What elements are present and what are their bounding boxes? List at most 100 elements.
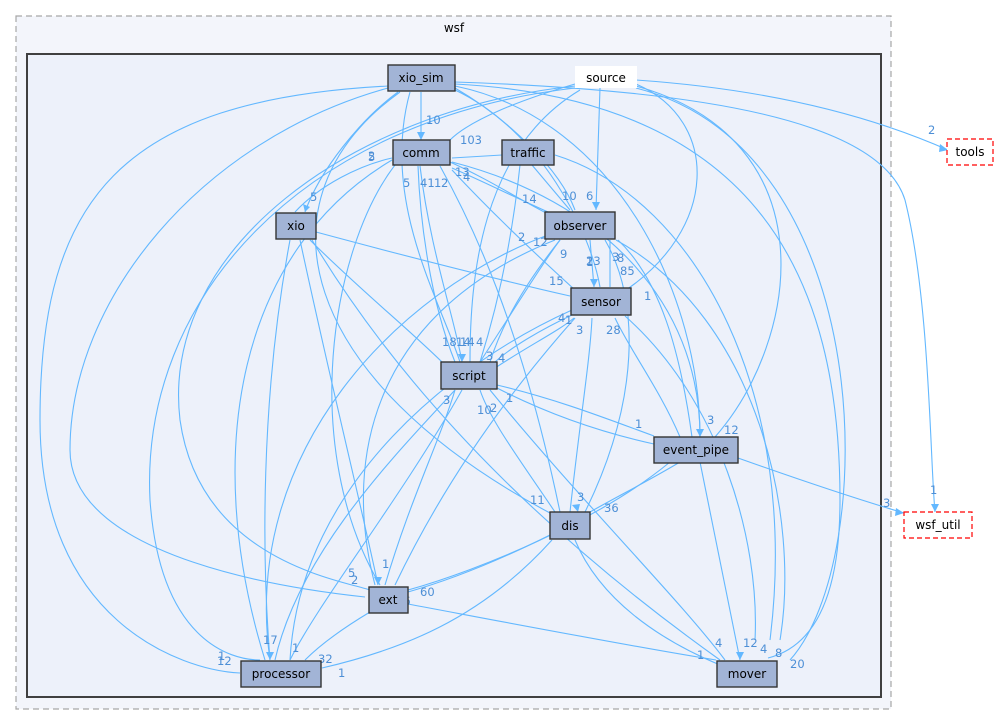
edge-label: 4 [476, 335, 483, 349]
node-xio_sim-label: xio_sim [398, 71, 443, 85]
node-ext-label: ext [379, 593, 398, 607]
node-mover[interactable]: mover [716, 660, 778, 688]
node-processor[interactable]: processor [240, 660, 322, 688]
edge-sensor-script [494, 313, 575, 363]
edge-label: 1 [218, 649, 225, 663]
edge-label: 85 [620, 264, 635, 278]
edge-observer-script [489, 239, 561, 363]
edge-ext-sensor [394, 317, 576, 586]
edge-xio_sim-processor [39, 85, 389, 674]
node-xio_sim[interactable]: xio_sim [387, 64, 456, 92]
edge-label: 1 [565, 313, 572, 327]
edge-label: 3 [577, 490, 584, 504]
edge-event_pipe-sensor [614, 317, 681, 438]
edge-label: 10 [477, 403, 492, 417]
node-wsf_util[interactable]: wsf_util [903, 511, 973, 539]
edge-label: 4 [760, 642, 767, 656]
edge-xio_sim-ext [69, 87, 389, 598]
edge-label: 9 [560, 247, 567, 261]
arrowhead [374, 577, 382, 585]
node-comm[interactable]: comm [392, 139, 451, 166]
edge-label: 3 [612, 250, 619, 264]
edge-source-mover [635, 87, 846, 661]
edge-processor-sensor [289, 309, 573, 661]
edge-label: 5 [310, 190, 317, 204]
edge-label: 12 [724, 423, 739, 437]
edge-label: 2 [368, 149, 375, 163]
edge-label: 3 [576, 323, 583, 337]
node-xio[interactable]: xio [275, 212, 317, 240]
edge-label: 1 [382, 557, 389, 571]
edge-xio-script [309, 239, 446, 366]
arrowhead [417, 132, 425, 140]
edge-label: 15 [549, 274, 564, 288]
edge-label: 10 [426, 113, 441, 127]
edge-xio_sim-event_pipe [454, 85, 701, 438]
edge-label: 5 [348, 566, 355, 580]
nodes-layer: xio_sim source comm traffic xio observer… [240, 64, 994, 688]
edge-label: 1 [338, 666, 345, 680]
edge-comm-observer [449, 161, 551, 216]
edge-event_pipe-mover [699, 461, 741, 661]
node-traffic[interactable]: traffic [501, 139, 555, 166]
arrowhead [895, 508, 904, 516]
edge-label: 1 [292, 641, 299, 655]
arrowhead [458, 354, 466, 362]
node-comm-label: comm [402, 146, 439, 160]
edge-traffic-observer [531, 164, 571, 211]
edge-source-ext [178, 85, 576, 591]
edge-source-sensor [619, 83, 698, 295]
edge-label: 12 [743, 636, 758, 650]
edge-xio-mover [311, 239, 721, 661]
edge-ext-comm [331, 164, 396, 586]
edge-label: 4 [463, 170, 470, 184]
edge-label: 4 [715, 636, 722, 650]
edge-script-mover [489, 389, 726, 661]
node-tools[interactable]: tools [946, 138, 994, 166]
edge-dis-comm [439, 165, 561, 513]
edge-label: 13 [455, 165, 470, 179]
node-dis-label: dis [561, 519, 578, 533]
node-traffic-label: traffic [510, 146, 545, 160]
edge-observer-mover [615, 239, 786, 641]
edge-comm-script [419, 165, 463, 363]
edge-processor-observer [265, 234, 549, 661]
arrowhead [696, 429, 704, 437]
node-sensor[interactable]: sensor [570, 287, 632, 316]
edge-label: 1 [635, 417, 642, 431]
edge-label: 60 [420, 585, 435, 599]
edge-dis-observer [584, 239, 630, 513]
node-source-label: source [586, 71, 626, 85]
edge-event_pipe-wsf_util [737, 457, 905, 514]
edge-ext-script [384, 389, 456, 586]
arrowhead [939, 144, 948, 152]
node-observer[interactable]: observer [544, 211, 616, 240]
edge-ext-mover [407, 603, 717, 661]
edge-label: 3 [443, 393, 450, 407]
node-tools-label: tools [956, 145, 985, 159]
node-source[interactable]: source [575, 66, 637, 88]
edge-label: 18 [442, 335, 457, 349]
node-script[interactable]: script [440, 361, 498, 390]
node-dis[interactable]: dis [549, 511, 591, 540]
edge-label: 2 [351, 573, 358, 587]
edge-label: 1 [586, 255, 593, 269]
edge-dis-script [479, 389, 556, 513]
arrowheads-layer [266, 132, 948, 660]
edge-label: 4 [558, 311, 565, 325]
arrowhead [592, 202, 600, 210]
edge-script-processor [289, 389, 463, 661]
node-event_pipe[interactable]: event_pipe [653, 436, 739, 464]
edge-label: 1 [930, 483, 937, 497]
edge-label: 103 [460, 133, 482, 147]
edge-dis-mover [574, 539, 721, 666]
edge-observer-comm [451, 167, 549, 213]
edge-label: 28 [606, 323, 621, 337]
node-ext[interactable]: ext [368, 586, 409, 614]
arrowhead [303, 204, 310, 212]
edge-label: 10 [562, 189, 577, 203]
edge-label: 36 [604, 501, 619, 515]
edge-label: 3 [486, 349, 493, 363]
